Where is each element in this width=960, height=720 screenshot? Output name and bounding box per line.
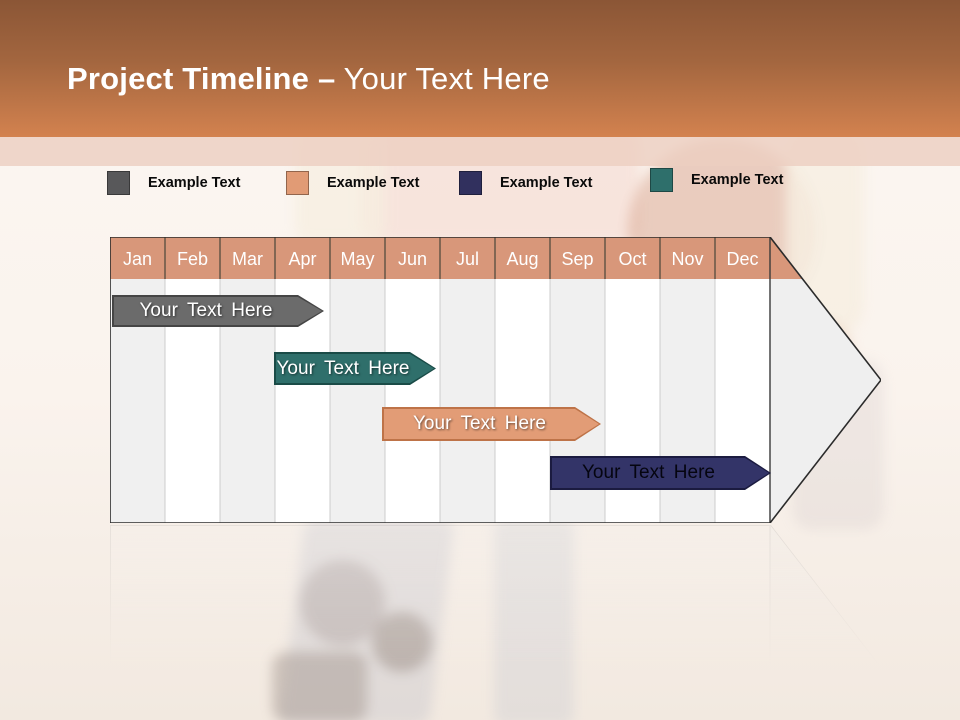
photo-watch: [372, 612, 432, 672]
photo-right-leg: [494, 520, 574, 720]
legend-item-salmon: Example Text: [286, 171, 419, 195]
month-label: Dec: [726, 249, 758, 269]
gantt-bar-label[interactable]: Your Text Here: [276, 357, 410, 379]
title-placeholder-text[interactable]: Your Text Here: [343, 61, 550, 96]
month-label: Jul: [456, 249, 479, 269]
month-label: Aug: [506, 249, 538, 269]
month-label: Mar: [232, 249, 263, 269]
gantt-bar-teal[interactable]: Your Text Here: [274, 352, 436, 385]
month-label: Sep: [561, 249, 593, 269]
legend-label[interactable]: Example Text: [691, 172, 784, 188]
title-bold-text: Project Timeline: [67, 61, 310, 96]
gantt-bar-label[interactable]: Your Text Here: [139, 300, 273, 321]
legend-item-navy: Example Text: [459, 171, 592, 195]
month-label: Nov: [671, 249, 703, 269]
legend-label[interactable]: Example Text: [327, 175, 420, 191]
month-label: Feb: [177, 249, 208, 269]
legend-swatch-salmon: [286, 171, 309, 195]
month-label: Jun: [398, 249, 427, 269]
title-band-accent-strip: [0, 137, 960, 166]
photo-boot: [272, 652, 367, 720]
timeline-grid: Jan Feb Mar Apr May Jun Jul Aug Sep Oct …: [110, 237, 881, 523]
photo-kneepad: [300, 560, 385, 645]
chart-reflection: [109, 524, 882, 720]
legend-swatch-gray: [107, 171, 130, 195]
legend-swatch-teal: [650, 168, 673, 192]
title-band: [0, 0, 960, 137]
month-label: May: [340, 249, 374, 269]
title-dash: –: [317, 61, 336, 96]
slide-title[interactable]: Project Timeline – Your Text Here: [67, 61, 550, 97]
month-label: Apr: [288, 249, 316, 269]
gantt-bar-gray[interactable]: Your Text Here: [112, 295, 324, 327]
gantt-bar-label[interactable]: Your Text Here: [582, 462, 715, 483]
legend-label[interactable]: Example Text: [148, 175, 241, 191]
legend-swatch-navy: [459, 171, 482, 195]
legend-item-gray: Example Text: [107, 171, 240, 195]
gantt-bar-salmon[interactable]: Your Text Here: [382, 407, 601, 441]
legend-label[interactable]: Example Text: [500, 175, 593, 191]
gantt-bar-navy[interactable]: Your Text Here: [550, 456, 771, 490]
gantt-bar-label[interactable]: Your Text Here: [413, 413, 546, 434]
legend-item-teal: Example Text: [650, 168, 783, 192]
timeline-chart: Jan Feb Mar Apr May Jun Jul Aug Sep Oct …: [110, 237, 881, 523]
month-label: Oct: [618, 249, 646, 269]
month-label: Jan: [123, 249, 152, 269]
